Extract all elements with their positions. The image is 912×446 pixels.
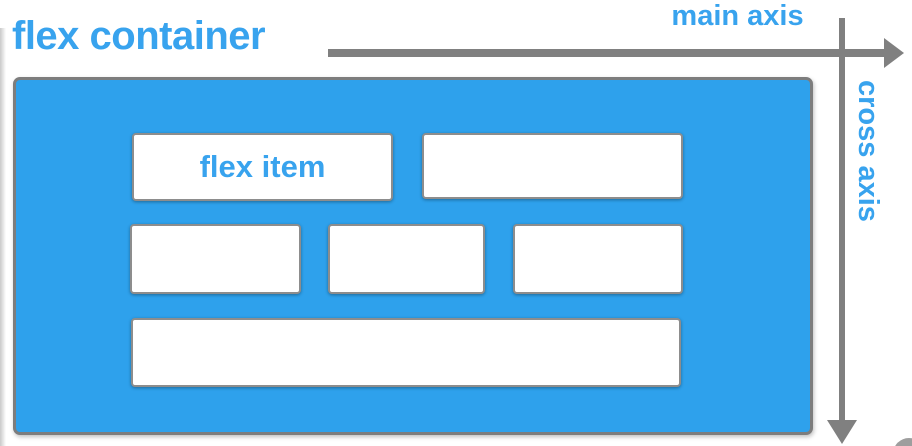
main-axis-arrowhead-icon [884, 38, 904, 68]
watermark-circle [893, 438, 912, 446]
flex-item-wide [131, 318, 681, 387]
cross-axis-label: cross axis [852, 80, 884, 222]
flex-item [513, 224, 683, 294]
flex-item [328, 224, 485, 294]
main-axis-label: main axis [671, 0, 804, 32]
flex-container: flex item [13, 77, 813, 435]
main-axis-arrow-line [328, 49, 886, 57]
page-edge-artifact [0, 28, 6, 446]
flex-item-labeled: flex item [132, 133, 393, 201]
flex-item [130, 224, 301, 294]
flex-container-title: flex container [12, 14, 266, 58]
flex-item [422, 133, 683, 199]
cross-axis-arrow-line [839, 18, 845, 422]
cross-axis-arrowhead-icon [827, 420, 857, 444]
